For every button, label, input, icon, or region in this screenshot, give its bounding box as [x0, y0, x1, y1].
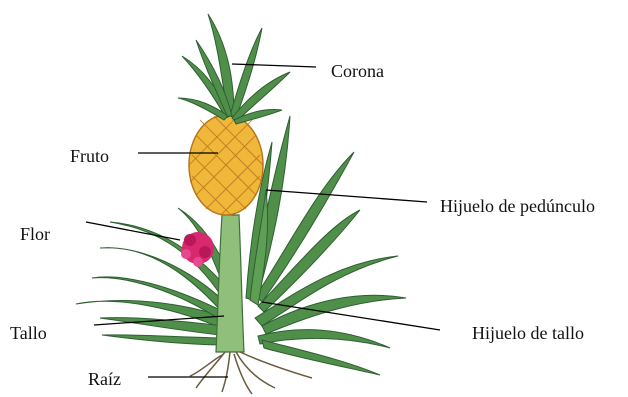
leader-line-flor [86, 222, 180, 240]
crown [178, 14, 290, 124]
label-corona: Corona [331, 61, 384, 81]
stem [216, 215, 244, 352]
pineapple-fruit [189, 115, 263, 215]
roots [190, 352, 312, 394]
flower [181, 232, 214, 267]
label-tallo: Tallo [10, 323, 47, 343]
label-hijuelo-pedunculo: Hijuelo de pedúnculo [440, 196, 595, 216]
label-fruto: Fruto [70, 146, 109, 166]
label-hijuelo-tallo: Hijuelo de tallo [472, 323, 584, 343]
label-flor: Flor [20, 224, 50, 244]
leader-line-corona [232, 64, 316, 67]
label-raiz: Raíz [88, 369, 121, 389]
leader-line-hijuelo-pedunculo [266, 190, 427, 202]
